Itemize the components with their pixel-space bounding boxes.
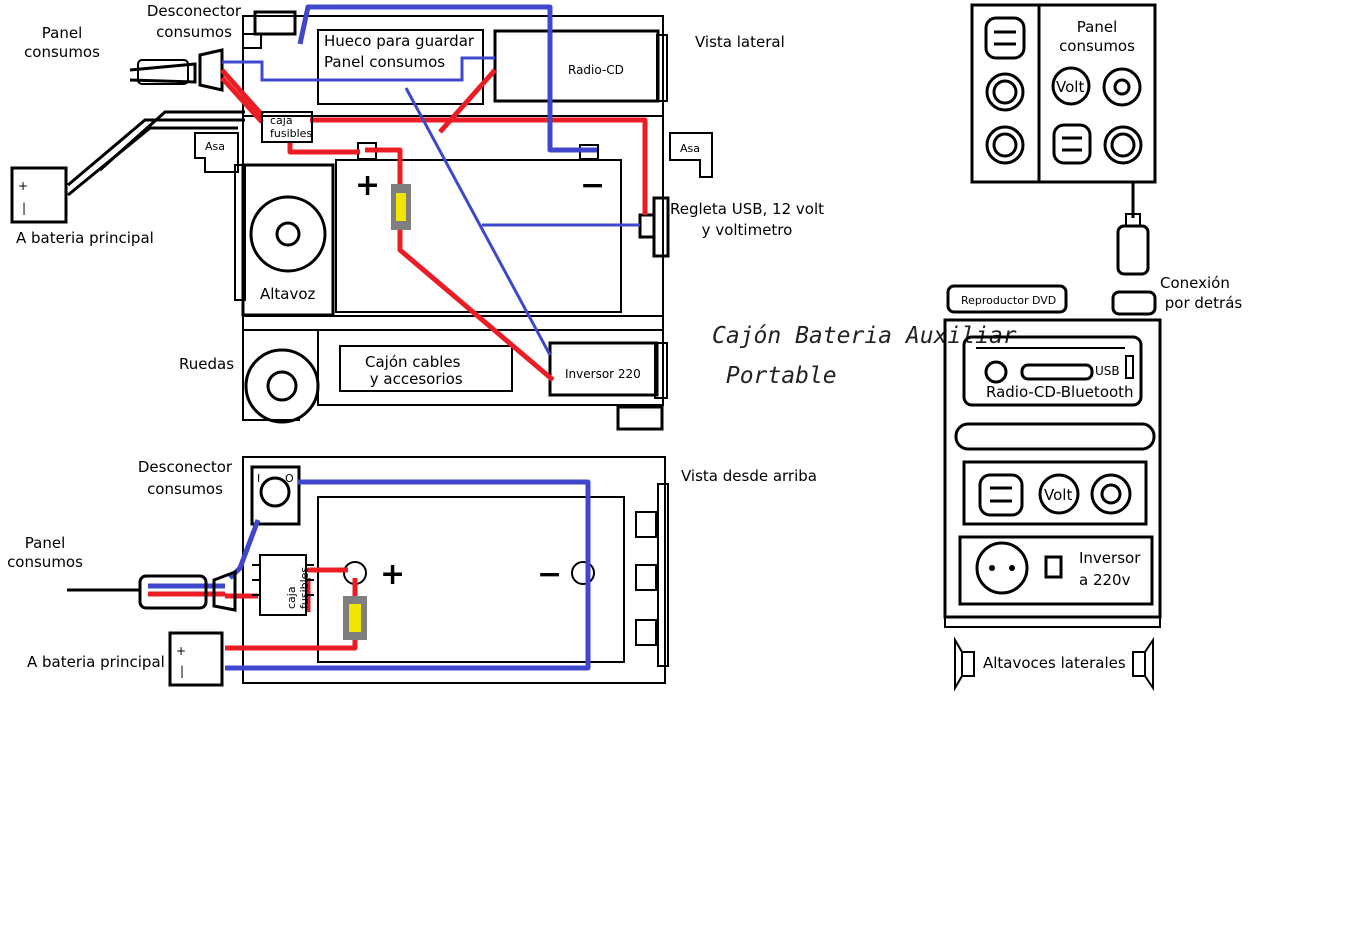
cajon-cables-label: Cajón cables y accesorios	[365, 353, 463, 388]
svg-text:|: |	[22, 201, 26, 215]
asa-right	[669, 132, 713, 178]
svg-text:+: +	[176, 644, 186, 658]
caja-fusibles-top-label: cajafusibles	[285, 567, 311, 609]
minus-top: −	[537, 557, 562, 592]
svg-text:I: I	[257, 472, 260, 485]
svg-text:O: O	[285, 472, 294, 485]
asa-right-label: Asa	[680, 142, 700, 155]
desconector-top	[250, 465, 301, 526]
speaker-left-icon	[954, 636, 975, 692]
asa-left-label: Asa	[205, 140, 225, 153]
vista-arriba-label: Vista desde arriba	[681, 467, 817, 485]
battery-side	[335, 159, 622, 313]
vista-lateral-label: Vista lateral	[695, 33, 785, 51]
dvd-label: Reproductor DVD	[961, 294, 1056, 307]
main-title: Cajón Bateria Auxiliar Portable	[712, 323, 1017, 389]
caja-fusibles-side	[261, 111, 313, 143]
minus-side: −	[580, 168, 605, 203]
plus-top: +	[380, 557, 405, 592]
battery-top	[317, 496, 625, 663]
usb-label: USB	[1095, 364, 1120, 378]
desconector-side	[198, 48, 224, 92]
conexion-label: Conexión por detrás	[1160, 274, 1242, 312]
speaker-right-icon	[1132, 636, 1154, 692]
radio-label: Radio-CD-Bluetooth	[986, 383, 1134, 401]
svg-text:|: |	[180, 664, 184, 678]
ruedas-label: Ruedas	[179, 355, 234, 373]
bateria-top-label: A bateria principal	[27, 653, 165, 671]
altavoces-label: Altavoces laterales	[983, 654, 1126, 672]
plus-side: +	[355, 168, 380, 203]
battery-terminal-side	[10, 166, 68, 224]
asa-left	[194, 132, 239, 173]
inversor-side-label: Inversor 220	[565, 367, 641, 381]
battery-terminal-top	[168, 631, 224, 687]
wheel	[244, 348, 320, 424]
speaker-cone	[249, 195, 327, 273]
radio-cd-side-label: Radio-CD	[568, 63, 624, 77]
volt-panel-label: Volt	[1056, 78, 1084, 96]
bateria-side-label: A bateria principal	[16, 229, 154, 247]
svg-text:+: +	[18, 179, 28, 193]
altavoz-label: Altavoz	[260, 285, 316, 303]
volt-front-label: Volt	[1044, 486, 1072, 504]
